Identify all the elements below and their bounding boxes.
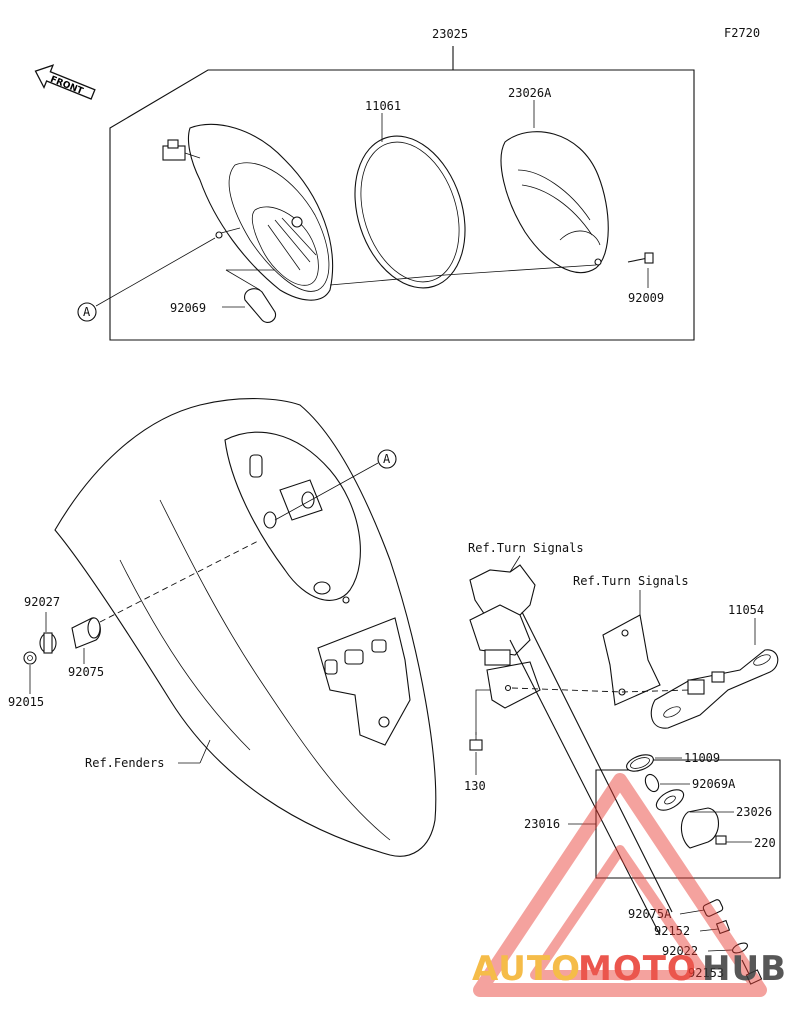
figure-code: F2720 (724, 26, 760, 40)
fender-part (54, 398, 437, 857)
ref-turn-signals-1: Ref.Turn Signals (468, 541, 584, 555)
label-oring: 11009 (684, 751, 720, 765)
spacer-icon (715, 919, 731, 935)
screw-icon (627, 252, 654, 264)
washer-icon (732, 942, 748, 954)
grommet-b-icon (71, 617, 101, 649)
tail-lamp-assembly-frame (109, 46, 695, 341)
label-bolt-b: 92153 (688, 966, 724, 980)
lamp-lens-part (680, 807, 734, 849)
label-bolt: 130 (464, 779, 486, 793)
label-bulb: 92069 (170, 301, 206, 315)
label-lamp-lens: 23026 (736, 805, 772, 819)
ref-turn-signals-2: Ref.Turn Signals (573, 574, 689, 588)
label-washer: 92022 (662, 944, 698, 958)
callout-a-lower-label: A (383, 452, 391, 466)
front-arrow-icon: FRONT (34, 64, 96, 100)
grommet-a-icon (39, 632, 57, 654)
watermark-text-auto: AUTO (472, 949, 581, 989)
label-screw-b: 220 (754, 836, 776, 850)
callout-a-upper (77, 302, 97, 322)
bracket-part (650, 649, 779, 729)
bulb-a-icon (644, 773, 660, 793)
label-lens: 23026A (508, 86, 552, 100)
label-grommet-a: 92027 (24, 595, 60, 609)
tail-lamp-housing (162, 123, 334, 301)
label-license-lamp: 23016 (524, 817, 560, 831)
label-assembly: 23025 (432, 27, 468, 41)
lamp-socket-part (655, 789, 685, 811)
gasket-part (354, 135, 466, 289)
bolt-b-icon (741, 959, 763, 985)
label-grommet-c: 92075A (628, 907, 672, 921)
watermark-triangle-outer-icon (473, 773, 767, 997)
label-grommet-b: 92075 (68, 665, 104, 679)
label-spacer: 92152 (654, 924, 690, 938)
oring-icon (626, 754, 654, 772)
nut-icon (23, 651, 37, 665)
turn-signal-plate-part (602, 614, 661, 706)
bulb-icon (225, 269, 277, 323)
watermark-text-hub: HUB (702, 949, 787, 989)
label-bulb-a: 92069A (692, 777, 736, 791)
callout-a-lower (377, 449, 397, 469)
label-gasket: 11061 (365, 99, 401, 113)
ref-fenders: Ref.Fenders (85, 756, 164, 770)
license-bracket-part (469, 564, 673, 936)
lens-part (500, 131, 609, 274)
screw-b-icon (715, 835, 727, 845)
callout-a-upper-label: A (83, 305, 91, 319)
watermark-triangle-inner-icon (530, 845, 710, 980)
label-bracket: 11054 (728, 603, 764, 617)
watermark-text-moto: MOTO (578, 949, 697, 989)
label-nut: 92015 (8, 695, 44, 709)
automotohub-watermark: AUTO MOTO HUB (472, 773, 787, 997)
label-screw: 92009 (628, 291, 664, 305)
grommet-c-icon (702, 899, 724, 917)
